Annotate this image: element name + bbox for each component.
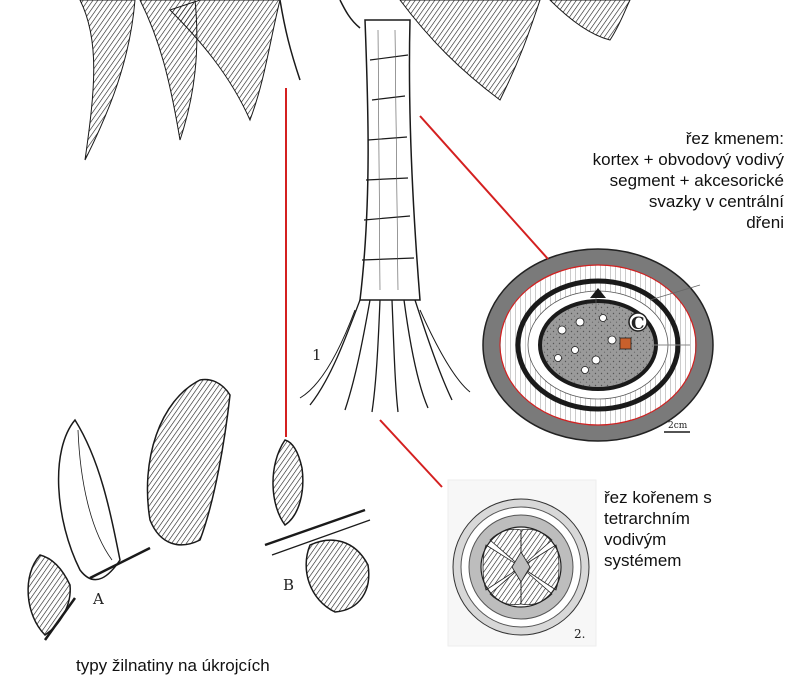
leaflet-group-a: A [28, 380, 230, 640]
scale-bar-label: 2cm [668, 421, 688, 431]
trunk [360, 20, 420, 300]
root-figure-number: 2. [574, 627, 585, 641]
leaflet-label-a: A [92, 590, 104, 608]
root-section-label: řez kořenem s tetrarchním vodivým systém… [604, 487, 784, 571]
venation-caption: typy žilnatiny na úkrojcích [76, 655, 376, 676]
bundle-letter: C [631, 314, 645, 334]
leaflet-label-b: B [283, 576, 294, 594]
stem-cross-section: C [483, 249, 713, 441]
scale-bar: 2cm [664, 421, 690, 432]
stem-section-label: řez kmenem: kortex + obvodový vodivý seg… [524, 128, 784, 233]
root-cross-section: 2. [448, 480, 596, 646]
plant-number: 1 [312, 346, 322, 364]
frond-left [80, 0, 300, 160]
connector-roots-to-root-section [380, 420, 442, 487]
roots [300, 300, 470, 412]
leaflet-group-b: B [265, 440, 370, 612]
